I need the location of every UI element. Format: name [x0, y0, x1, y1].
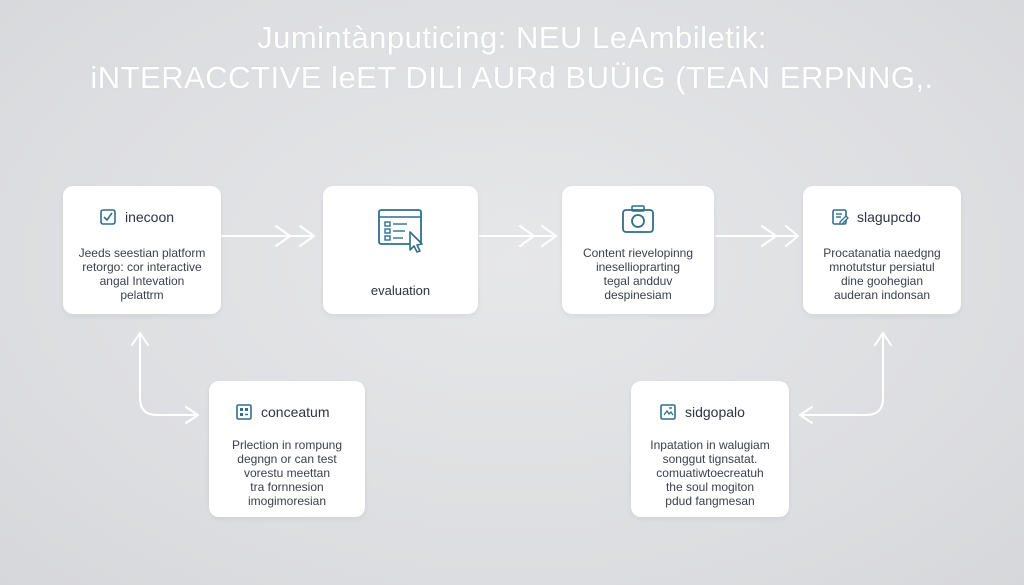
- card-sidgopalo-line-5: pdud fangmesan: [665, 494, 755, 508]
- card-conceatum-line-1: Prlection in rompung: [231, 438, 343, 452]
- card-evaluation[interactable]: evaluation: [323, 186, 478, 314]
- card-slagupcdo-line-3: dine goohegian: [840, 274, 924, 288]
- card-conceatum-label: conceatum: [261, 404, 330, 420]
- card-inception-line-1: Jeeds seestian platform: [78, 246, 206, 260]
- card-sidgopalo-label: sidgopalo: [685, 404, 745, 420]
- arrowhead-up-left: [131, 332, 149, 346]
- diagram-title-line-2: iNTERACCTIVE leET DILI AURd BUÜIG (TEAN …: [90, 60, 934, 95]
- card-content-line-3: tegal andduv: [603, 274, 673, 288]
- card-content-line-1: Content rievelopinng: [582, 246, 694, 260]
- card-sidgopalo-line-1: Inpatation in walugiam: [650, 438, 770, 452]
- arrowhead-left-right: [799, 406, 813, 424]
- card-sidgopalo-line-3: comuatiwtoecreatuh: [656, 466, 764, 480]
- arrow-inception-conceatum: [139, 334, 197, 416]
- arrowhead-right-left: [185, 406, 199, 424]
- card-inception[interactable]: inecoon Jeeds seestian platform retorgo:…: [63, 186, 221, 314]
- arrow-sidgopalo-sldgupcdo: [799, 334, 884, 416]
- card-evaluation-label: evaluation: [370, 283, 431, 298]
- card-sidgopalo[interactable]: sidgopalo Inpatation in walugiam songgut…: [631, 381, 789, 517]
- card-slagupcdo-line-1: Procatanatia naedgng: [823, 246, 941, 260]
- card-conceatum-line-5: imogimoresian: [247, 494, 327, 508]
- card-inception-line-4: pelattrm: [120, 288, 164, 302]
- card-conceatum-line-3: vorestu meettan: [243, 466, 331, 480]
- arrowhead-3: [761, 225, 777, 247]
- card-conceatum-line-2: degngn or can test: [237, 452, 337, 466]
- card-conceatum[interactable]: conceatum Prlection in rompung degngn or…: [209, 381, 365, 517]
- card-content[interactable]: Content rievelopinng inesellioprarting t…: [562, 186, 714, 314]
- arrowhead-2b: [541, 225, 557, 247]
- arrowhead-1b: [299, 225, 315, 247]
- card-slagupcdo[interactable]: slagupcdo Procatanatia naedgng mnotutstu…: [803, 186, 961, 314]
- card-conceatum-body: Prlection in rompung degngn or can test …: [209, 438, 365, 508]
- checkbox-icon: [99, 208, 117, 226]
- card-inception-line-3: angal Intevation: [99, 274, 185, 288]
- edit-document-icon: [831, 208, 849, 226]
- card-content-line-2: inesellioprarting: [595, 260, 681, 274]
- card-slagupcdo-line-4: auderan indonsan: [833, 288, 931, 302]
- arrowhead-up-right: [874, 332, 892, 346]
- arrowhead-3b: [785, 225, 799, 247]
- arrowhead-1: [275, 225, 291, 247]
- card-conceatum-line-4: tra fornnesion: [250, 480, 324, 494]
- card-content-body: Content rievelopinng inesellioprarting t…: [562, 246, 714, 302]
- card-sidgopalo-body: Inpatation in walugiam songgut tignsatat…: [631, 438, 789, 508]
- card-slagupcdo-body: Procatanatia naedgng mnotutstur persiatu…: [803, 246, 961, 302]
- calendar-grid-icon: [235, 403, 253, 421]
- card-sidgopalo-line-2: songgut tignsatat.: [662, 452, 758, 466]
- window-list-cursor-icon: [377, 208, 427, 254]
- card-inception-line-2: retorgo: cor interactive: [82, 260, 202, 274]
- card-inception-label: inecoon: [125, 209, 175, 225]
- image-edit-icon: [659, 403, 677, 421]
- arrowhead-2: [519, 225, 535, 247]
- card-inception-body: Jeeds seestian platform retorgo: cor int…: [63, 246, 221, 302]
- card-content-line-4: despinesiam: [604, 288, 672, 302]
- card-sidgopalo-line-4: the soul mogiton: [665, 480, 755, 494]
- card-slagupcdo-line-2: mnotutstur persiatul: [829, 260, 935, 274]
- card-slagupcdo-label: slagupcdo: [857, 209, 921, 225]
- diagram-title-line-1: Jumintànputicing: NEU LeAmbiletik:: [257, 20, 767, 55]
- camera-icon: [620, 204, 656, 234]
